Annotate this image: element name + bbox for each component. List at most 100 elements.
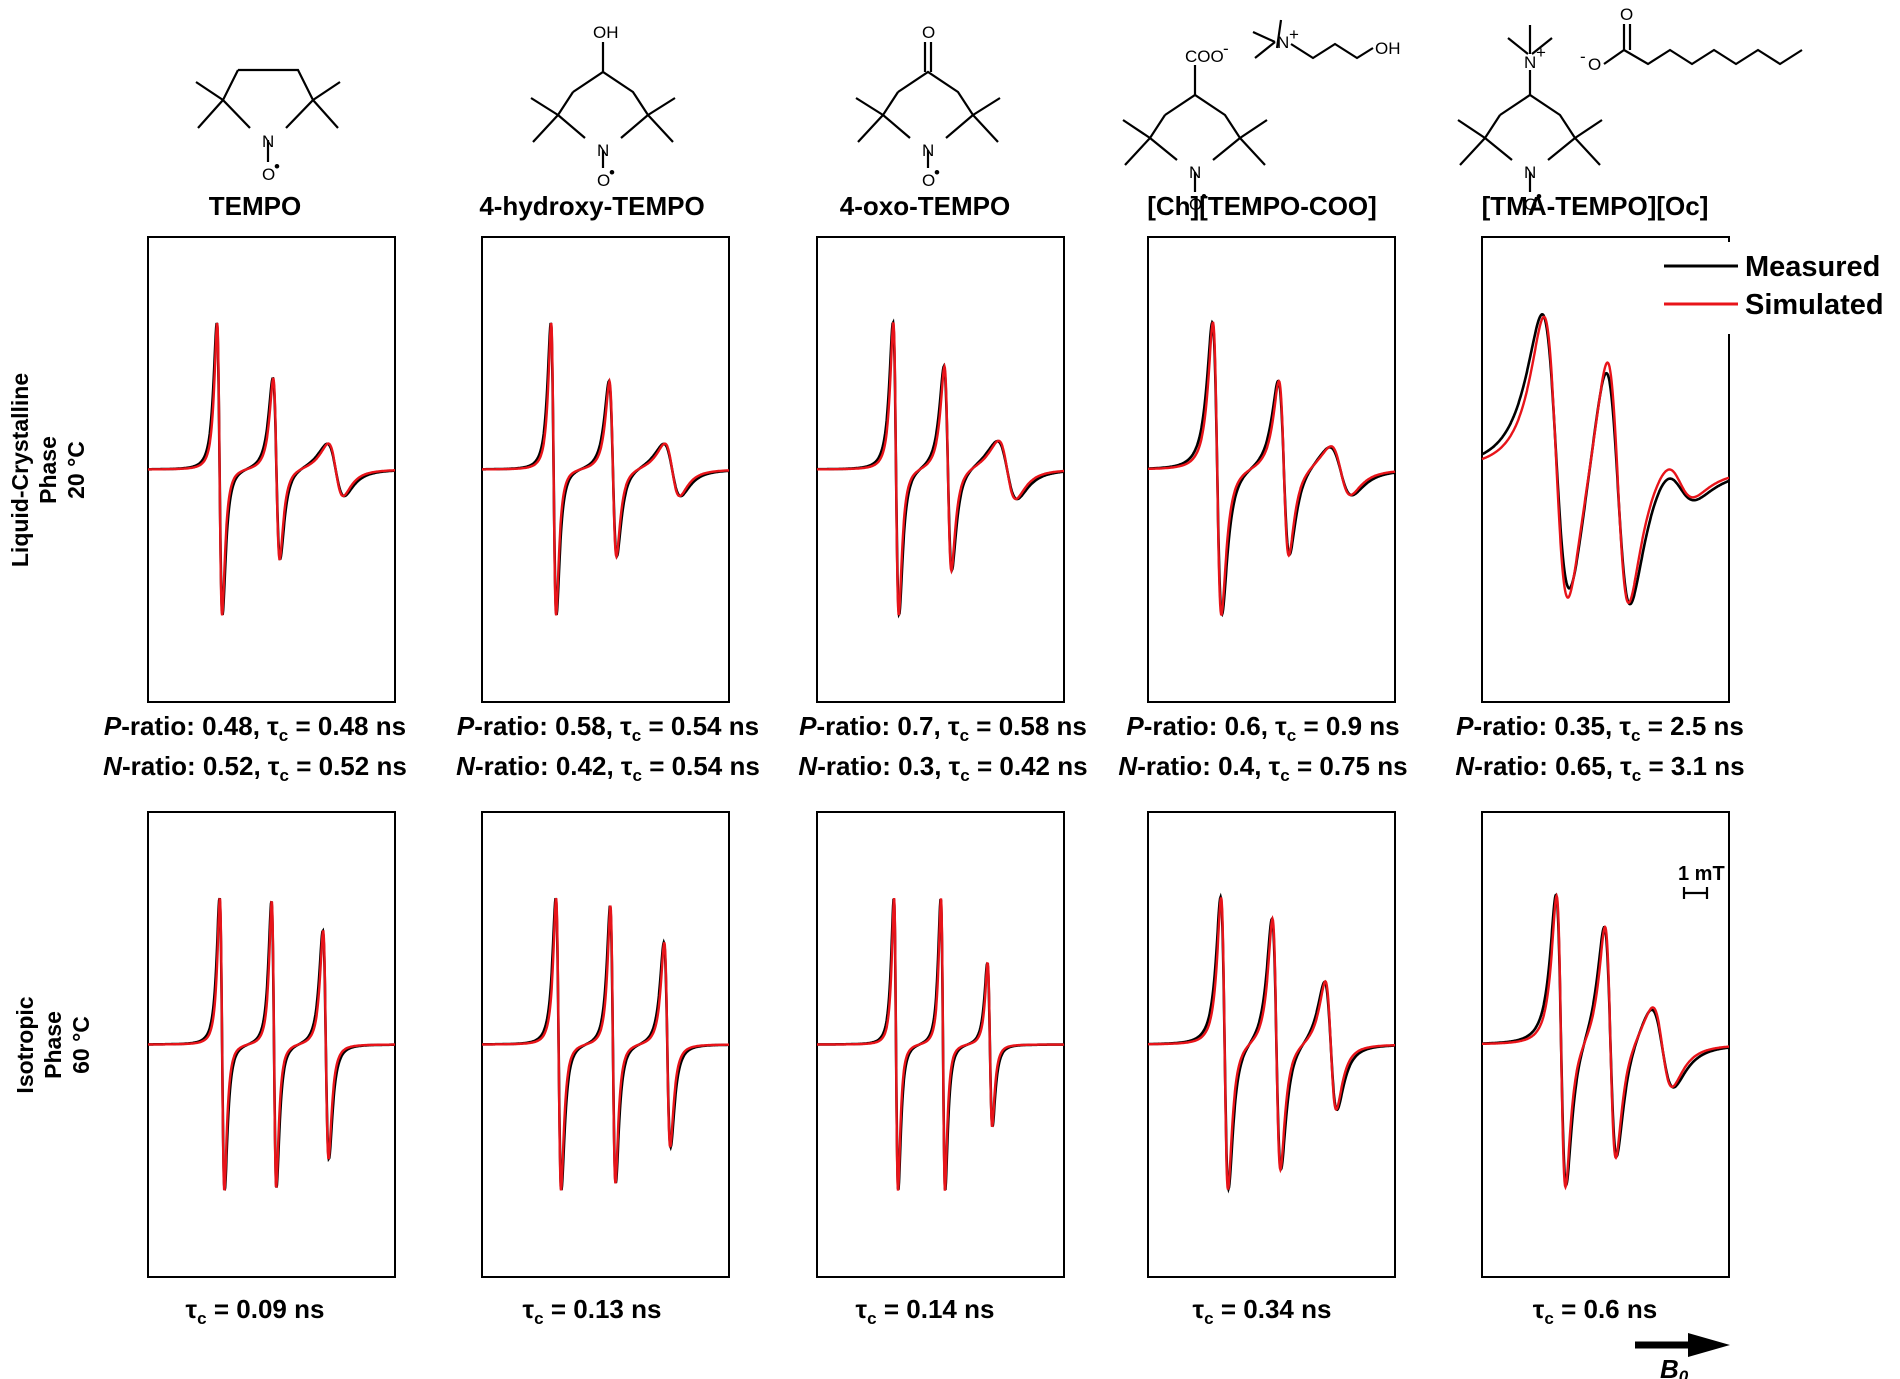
- simulated-spectrum-line: [148, 322, 395, 616]
- row-label-iso: Isotropic Phase 60 °C: [12, 996, 94, 1093]
- lc-annotation-tma-tempo-oc: P-ratio: 0.35, τc = 2.5 ns N-ratio: 0.65…: [1455, 711, 1744, 785]
- svg-text:N-ratio: 0.52, τc = 0.52 ns: N-ratio: 0.52, τc = 0.52 ns: [103, 751, 407, 785]
- svg-text:N: N: [1189, 163, 1201, 182]
- simulated-spectrum-line: [1148, 897, 1395, 1190]
- svg-text:P-ratio: 0.58, τc = 0.54 ns: P-ratio: 0.58, τc = 0.54 ns: [457, 711, 759, 745]
- svg-text:P-ratio: 0.48, τc = 0.48 ns: P-ratio: 0.48, τc = 0.48 ns: [104, 711, 406, 745]
- panel-frame: [1147, 236, 1396, 703]
- structure-tempo: N O •: [195, 68, 341, 184]
- spectrum-panel-iso: [1147, 811, 1396, 1278]
- chemical-structures: N O • OH N O • O N O • COO - N: [195, 5, 1803, 214]
- svg-text:N-ratio: 0.4, τc = 0.75 ns: N-ratio: 0.4, τc = 0.75 ns: [1118, 751, 1407, 785]
- scale-bar: 1 mT: [1678, 863, 1725, 899]
- iso-annotation-4-hydroxy-tempo: τc = 0.13 ns: [523, 1294, 662, 1328]
- svg-text:P-ratio: 0.7, τc = 0.58 ns: P-ratio: 0.7, τc = 0.58 ns: [799, 711, 1087, 745]
- simulated-spectrum-line: [1148, 321, 1396, 616]
- spectrum-panel-lc: [147, 236, 396, 703]
- field-arrow: B0: [1635, 1333, 1730, 1379]
- spectrum-panel-iso: [481, 811, 730, 1278]
- svg-text:O: O: [597, 171, 610, 190]
- simulated-spectrum-line: [817, 322, 1064, 616]
- spectra-panels: [147, 236, 1730, 1278]
- svg-text:N: N: [1524, 53, 1536, 72]
- svg-text:N: N: [597, 141, 609, 160]
- simulated-spectrum-line: [482, 322, 729, 616]
- simulated-spectrum-line: [482, 897, 729, 1191]
- lc-annotation-ch-tempo-coo: P-ratio: 0.6, τc = 0.9 ns N-ratio: 0.4, …: [1118, 711, 1407, 785]
- lc-annotations: P-ratio: 0.48, τc = 0.48 ns N-ratio: 0.5…: [103, 711, 1744, 785]
- lc-annotation-tempo: P-ratio: 0.48, τc = 0.48 ns N-ratio: 0.5…: [103, 711, 407, 785]
- structure-ch-tempo-coo: COO - N O • N + OH: [1122, 19, 1401, 214]
- svg-text:P-ratio: 0.35, τc = 2.5 ns: P-ratio: 0.35, τc = 2.5 ns: [1456, 711, 1744, 745]
- simulated-spectrum-line: [817, 897, 1065, 1191]
- compound-title: 4-oxo-TEMPO: [840, 191, 1010, 221]
- simulated-spectrum-line: [1481, 315, 1730, 604]
- spectrum-panel-lc: [1481, 236, 1730, 703]
- lc-annotation-4-hydroxy-tempo: P-ratio: 0.58, τc = 0.54 ns N-ratio: 0.4…: [456, 711, 760, 785]
- panel-frame: [1481, 236, 1730, 703]
- iso-annotations: τc = 0.09 ns τc = 0.13 ns τc = 0.14 ns τ…: [186, 1294, 1658, 1328]
- svg-text:O: O: [1588, 55, 1601, 74]
- svg-text:•: •: [1536, 187, 1542, 206]
- atom-n: N: [262, 132, 274, 151]
- svg-text:•: •: [1201, 187, 1207, 206]
- iso-annotation-tempo: τc = 0.09 ns: [186, 1294, 325, 1328]
- spectrum-panel-lc: [481, 236, 730, 703]
- svg-text:-: -: [1223, 39, 1229, 58]
- measured-spectrum-line: [1481, 312, 1730, 606]
- lc-annotation-4-oxo-tempo: P-ratio: 0.7, τc = 0.58 ns N-ratio: 0.3,…: [798, 711, 1087, 785]
- row-label-lc: Liquid-Crystalline Phase 20 °C: [7, 373, 89, 567]
- measured-spectrum-line: [1482, 892, 1729, 1188]
- svg-text:OH: OH: [593, 23, 619, 42]
- spectrum-panel-lc: [1147, 236, 1396, 703]
- iso-annotation-4-oxo-tempo: τc = 0.14 ns: [856, 1294, 995, 1328]
- svg-text:N: N: [1524, 163, 1536, 182]
- legend-label-simulated: Simulated: [1745, 289, 1884, 321]
- structure-tma-tempo-oc: N + N O • O O -: [1457, 5, 1803, 214]
- legend-background: [1655, 242, 1900, 334]
- svg-text:20 °C: 20 °C: [63, 441, 89, 499]
- spectrum-panel-iso: [816, 811, 1065, 1278]
- structure-4-oxo-tempo: O N O •: [855, 23, 1001, 190]
- svg-text:O: O: [1524, 195, 1537, 214]
- svg-text:N-ratio: 0.65, τc = 3.1 ns: N-ratio: 0.65, τc = 3.1 ns: [1455, 751, 1744, 785]
- simulated-spectrum-line: [148, 897, 395, 1191]
- compound-title: 4-hydroxy-TEMPO: [479, 191, 704, 221]
- svg-text:+: +: [1289, 25, 1299, 44]
- spectrum-panel-iso: [1481, 811, 1730, 1278]
- svg-text:Liquid-Crystalline: Liquid-Crystalline: [7, 373, 33, 567]
- svg-text:•: •: [609, 163, 615, 182]
- field-label: B0: [1660, 1354, 1689, 1379]
- legend-label-measured: Measured: [1745, 251, 1880, 283]
- svg-text:O: O: [922, 23, 935, 42]
- svg-text:OH: OH: [1375, 39, 1401, 58]
- spectrum-panel-lc: [816, 236, 1065, 703]
- compound-title: [Ch][TEMPO-COO]: [1147, 191, 1377, 221]
- svg-text:60 °C: 60 °C: [68, 1016, 94, 1074]
- svg-text:O: O: [922, 171, 935, 190]
- svg-text:-: -: [1580, 47, 1586, 66]
- svg-text:O: O: [1189, 195, 1202, 214]
- svg-text:P-ratio: 0.6, τc = 0.9 ns: P-ratio: 0.6, τc = 0.9 ns: [1126, 711, 1399, 745]
- svg-text:N-ratio: 0.42, τc = 0.54 ns: N-ratio: 0.42, τc = 0.54 ns: [456, 751, 760, 785]
- compound-title: TEMPO: [209, 191, 301, 221]
- svg-text:N: N: [1277, 33, 1289, 52]
- legend: Measured Simulated: [1655, 242, 1900, 334]
- panel-frame: [1147, 811, 1396, 1278]
- svg-text:Phase: Phase: [35, 436, 61, 504]
- measured-spectrum-line: [1148, 319, 1395, 618]
- svg-text:O: O: [1620, 5, 1633, 24]
- field-arrow-head: [1688, 1333, 1730, 1357]
- svg-text:Phase: Phase: [40, 1011, 66, 1079]
- spectrum-panel-iso: [147, 811, 396, 1278]
- svg-text:+: +: [1536, 43, 1546, 62]
- compound-title: [TMA-TEMPO][Oc]: [1482, 191, 1709, 221]
- svg-text:N-ratio: 0.3, τc = 0.42 ns: N-ratio: 0.3, τc = 0.42 ns: [798, 751, 1087, 785]
- scale-bar-label: 1 mT: [1678, 863, 1725, 885]
- compound-titles: TEMPO 4-hydroxy-TEMPO 4-oxo-TEMPO [Ch][T…: [209, 191, 1709, 221]
- simulated-spectrum-line: [1482, 892, 1729, 1191]
- iso-annotation-tma-tempo-oc: τc = 0.6 ns: [1533, 1294, 1657, 1328]
- structure-4-hydroxy-tempo: OH N O •: [530, 23, 676, 190]
- svg-text:N: N: [922, 141, 934, 160]
